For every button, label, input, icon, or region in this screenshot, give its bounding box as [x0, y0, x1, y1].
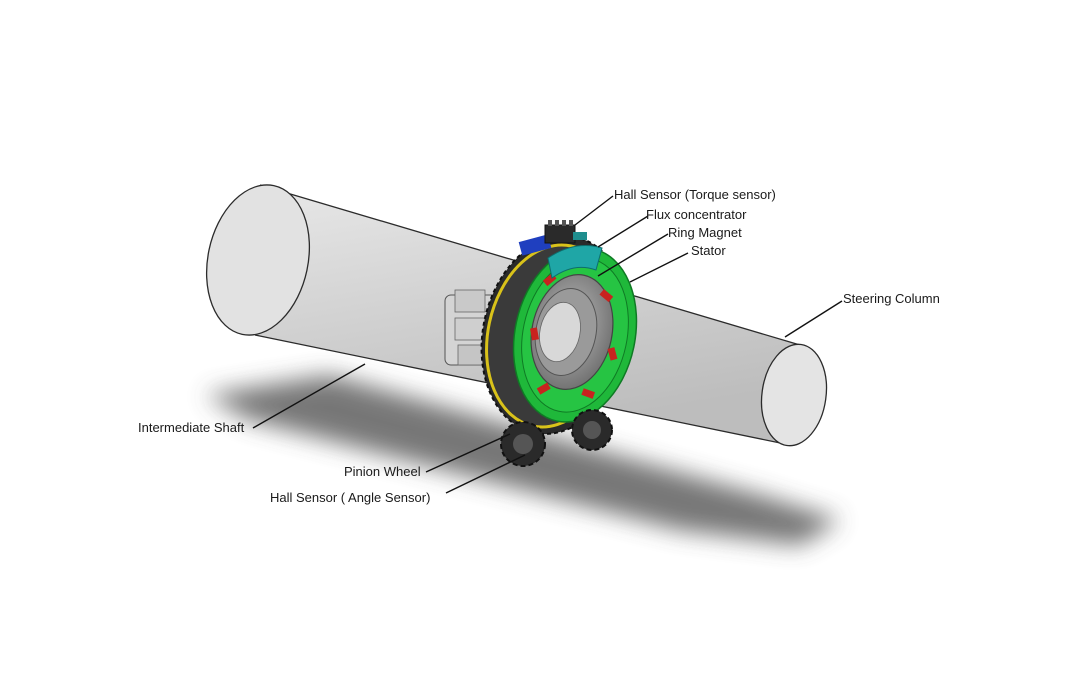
label-steering-column: Steering Column — [843, 291, 940, 306]
leader-flux — [597, 215, 649, 248]
pinion-wheel-right — [571, 409, 613, 451]
hall-sensor-torque-part — [518, 220, 587, 256]
leader-stator — [629, 252, 689, 283]
leader-hall-torque — [574, 195, 614, 226]
label-hall-sensor-torque: Hall Sensor (Torque sensor) — [614, 187, 776, 202]
leader-steering-column — [784, 300, 843, 338]
leader-intermediate-shaft — [252, 363, 366, 429]
ring-magnet-segments — [530, 273, 618, 399]
label-pinion-wheel: Pinion Wheel — [344, 464, 421, 479]
leader-pinion — [425, 433, 511, 473]
label-ring-magnet: Ring Magnet — [668, 225, 742, 240]
leader-hall-angle — [445, 454, 526, 494]
label-flux-concentrator: Flux concentrator — [646, 207, 747, 222]
pinion-wheel-left — [500, 421, 546, 467]
flux-concentrator — [547, 245, 603, 279]
leader-ring-magnet — [597, 233, 669, 277]
leader-lines — [252, 195, 843, 494]
label-intermediate-shaft: Intermediate Shaft — [138, 420, 245, 435]
label-hall-sensor-angle: Hall Sensor ( Angle Sensor) — [270, 490, 431, 505]
label-stator: Stator — [691, 243, 726, 258]
